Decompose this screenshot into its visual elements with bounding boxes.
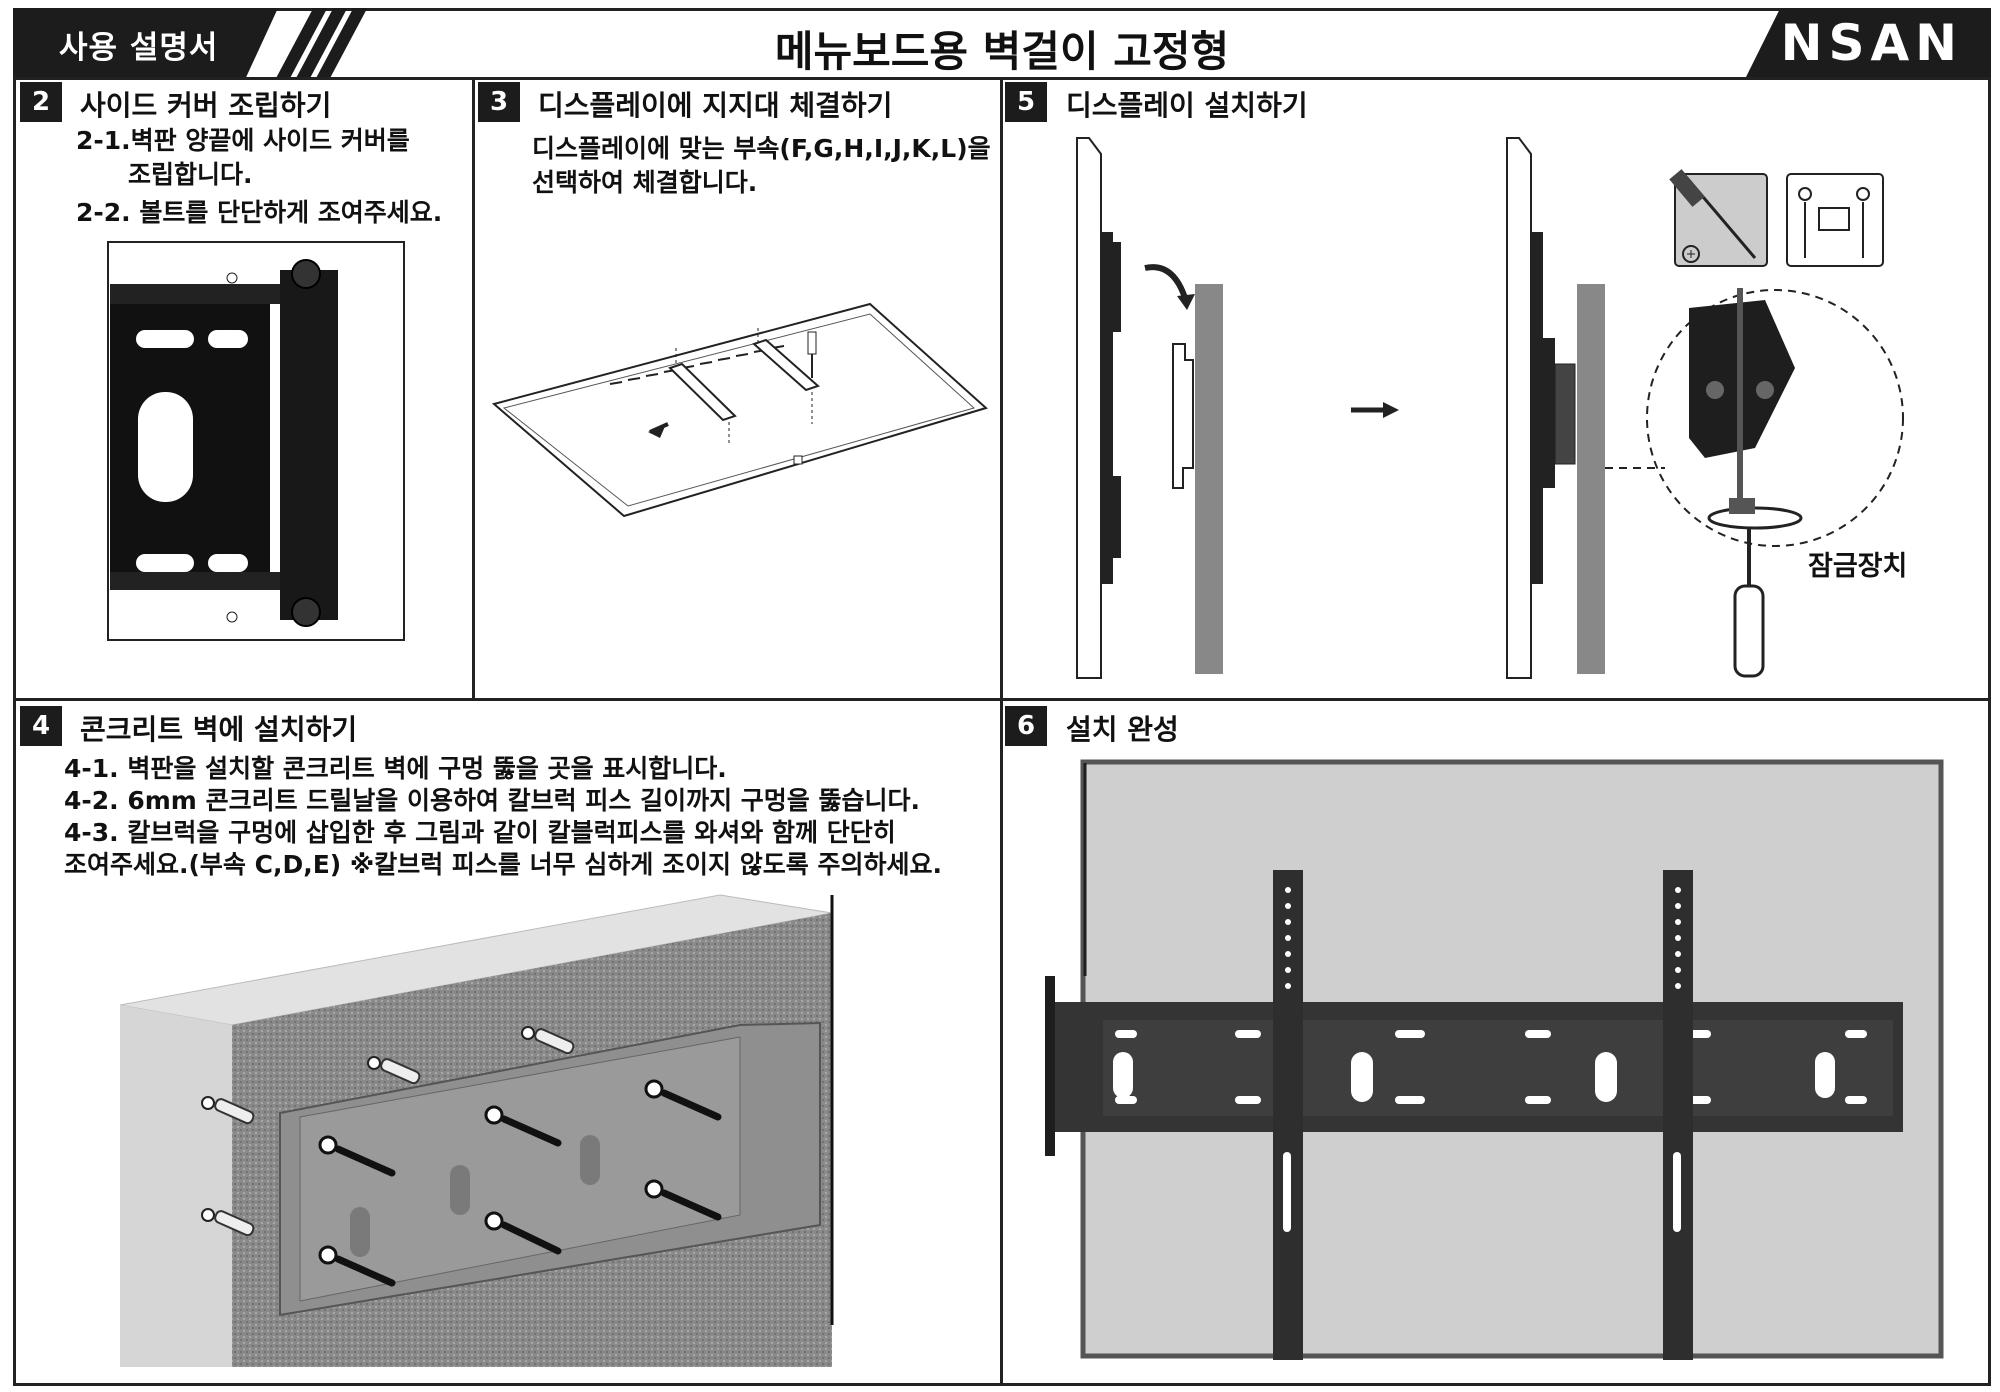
instruction-text: 4-1. 벽판을 설치할 콘크리트 벽에 구멍 뚫을 곳을 표시합니다. [64, 754, 727, 783]
section-number: 6 [1005, 706, 1047, 746]
divider [1000, 80, 1003, 1386]
section-number: 3 [478, 82, 520, 122]
divider [13, 698, 1991, 701]
manual-tag-label: 사용 설명서 [59, 30, 219, 66]
section-title: 디스플레이에 지지대 체결하기 [538, 89, 893, 122]
section-title: 사이드 커버 조립하기 [80, 89, 332, 122]
section-title: 설치 완성 [1066, 713, 1179, 746]
side-cover-illustration [107, 241, 405, 641]
section-title: 콘크리트 벽에 설치하기 [80, 713, 358, 746]
section-number: 2 [20, 82, 62, 122]
instruction-text: 조여주세요.(부속 C,D,E) ※칼브럭 피스를 너무 심하게 조이지 않도록… [64, 850, 942, 879]
section-number: 4 [20, 706, 62, 746]
header: 사용 설명서 메뉴보드용 벽걸이 고정형 NSAN [13, 8, 1991, 80]
display-bracket-illustration [491, 302, 988, 518]
section-number: 5 [1005, 82, 1047, 122]
section-title: 디스플레이 설치하기 [1066, 89, 1308, 122]
installed-mount-illustration [1045, 759, 1944, 1360]
instruction-text: 4-3. 칼브럭을 구멍에 삽입한 후 그림과 같이 칼블럭피스를 와셔와 함께… [64, 818, 896, 847]
document-title: 메뉴보드용 벽걸이 고정형 [774, 27, 1230, 76]
instruction-text: 4-2. 6mm 콘크리트 드릴날을 이용하여 칼브럭 피스 길이까지 구멍을 … [64, 786, 920, 815]
brand-logo: NSAN [1746, 8, 1991, 77]
brand-logo-text: NSAN [1780, 14, 1963, 72]
instruction-text: 조립합니다. [128, 160, 253, 189]
lock-label: 잠금장치 [1808, 551, 1908, 582]
instruction-text: 디스플레이에 맞는 부속(F,G,H,I,J,K,L)을 [532, 134, 991, 163]
concrete-wall-illustration [119, 894, 840, 1367]
instruction-text: 2-2. 볼트를 단단하게 조여주세요. [76, 198, 443, 227]
divider [472, 80, 475, 700]
manual-tag: 사용 설명서 [13, 8, 278, 77]
instruction-text: 선택하여 체결합니다. [532, 168, 758, 197]
display-mount-illustration [1076, 137, 1904, 679]
instruction-text: 2-1.벽판 양끝에 사이드 커버를 [76, 126, 410, 155]
